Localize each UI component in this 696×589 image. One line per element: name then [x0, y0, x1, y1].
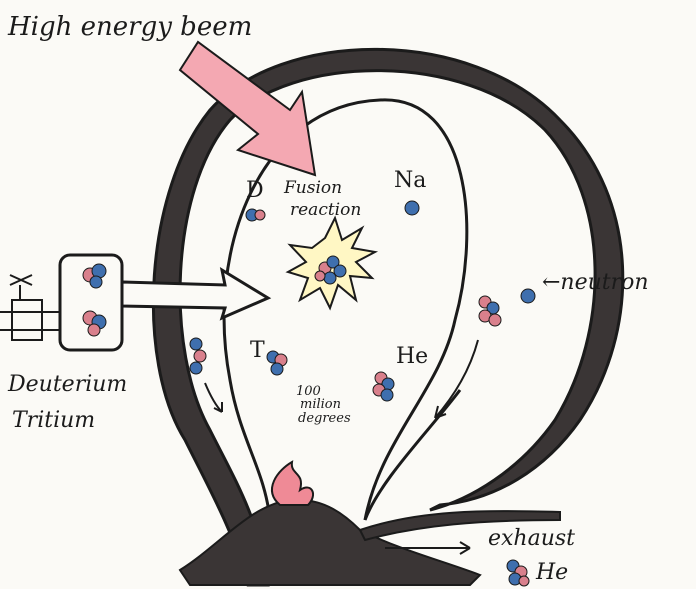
beam-title: High energy beem: [8, 14, 252, 40]
helium-flow-arrow-left: [205, 383, 222, 412]
tritium-particle: [267, 351, 287, 375]
exhaust-label: exhaust: [488, 528, 575, 550]
tritium-symbol: T: [250, 340, 265, 362]
exhaust-helium-label: He: [536, 562, 568, 584]
neutron-label: ←neutron: [542, 272, 649, 294]
helium-symbol: He: [396, 346, 428, 368]
sodium-symbol: Na: [394, 170, 426, 192]
fuel-injection-arrow: [122, 270, 268, 318]
valve-pipe: [0, 275, 60, 340]
plasma-flame-icon: [272, 462, 313, 505]
exhaust-helium-particle: [507, 560, 529, 586]
helium-particle: [373, 372, 394, 401]
fusion-label-line2: reaction: [290, 202, 361, 219]
fusion-label-line1: Fusion: [284, 180, 342, 197]
helium-flow-arrow-right: [435, 340, 478, 418]
neutron-particle: [521, 289, 535, 303]
helium-flow-particles: [190, 338, 206, 374]
deuterium-label: Deuterium: [8, 374, 127, 396]
tritium-label: Tritium: [12, 410, 95, 432]
temperature-line2: milion: [300, 398, 341, 412]
sodium-particle: [405, 201, 419, 215]
temperature-line3: degrees: [298, 412, 351, 426]
wall-helium-particles: [479, 296, 501, 326]
fusion-chamber: [224, 100, 467, 520]
deuterium-particle: [246, 209, 265, 221]
deuterium-symbol: D: [246, 180, 264, 202]
